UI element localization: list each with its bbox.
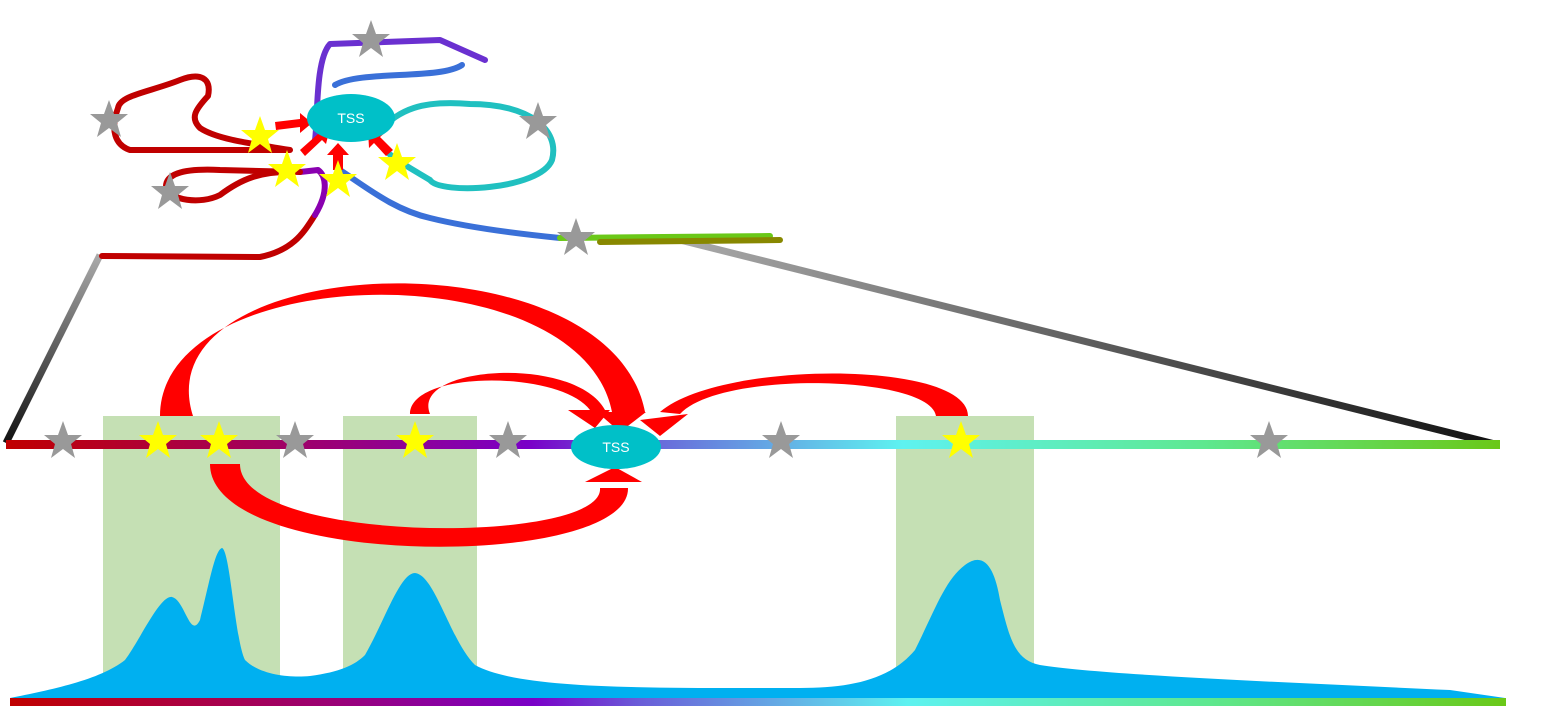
gray-star-icon: [352, 20, 390, 57]
tss-promoter-folded: TSS: [307, 94, 395, 142]
zoom-line-right: [679, 236, 1500, 449]
folded-arrow-3: [327, 143, 349, 170]
loop-arrows: [160, 283, 968, 547]
coordinate-bar: [10, 698, 1506, 706]
signal-track: [10, 548, 1505, 698]
gray-star-icon: [489, 421, 527, 458]
folded-arrow-1: [275, 113, 312, 133]
folded-chromatin: [99, 37, 783, 260]
tss-promoter-linear: TSS: [571, 425, 661, 469]
tss-label-linear: TSS: [602, 439, 629, 455]
gray-star-icon: [1250, 421, 1288, 458]
gray-star-icon: [276, 421, 314, 458]
zoom-line-left: [2, 253, 104, 445]
loop-arrow-medium: [410, 372, 605, 414]
arrowhead-right: [640, 414, 688, 436]
loop-arrow-large: [160, 283, 645, 416]
loop-arrow-lower: [210, 464, 629, 547]
gray-star-icon: [44, 421, 82, 458]
gray-star-icon: [762, 421, 800, 458]
arrowhead-medium: [568, 410, 610, 428]
gray-star-icon: [90, 100, 128, 137]
enhancer-regions: [103, 416, 1034, 678]
arrowhead-lower: [585, 467, 642, 482]
loop-arrow-right: [660, 373, 968, 416]
yellow-star-icon: [268, 150, 306, 187]
gray-star-icon: [151, 172, 189, 209]
linear-chromosome: [6, 440, 1500, 449]
tss-label-folded: TSS: [337, 110, 364, 126]
arrowhead-large: [597, 412, 646, 432]
gray-star-icon: [557, 218, 595, 255]
